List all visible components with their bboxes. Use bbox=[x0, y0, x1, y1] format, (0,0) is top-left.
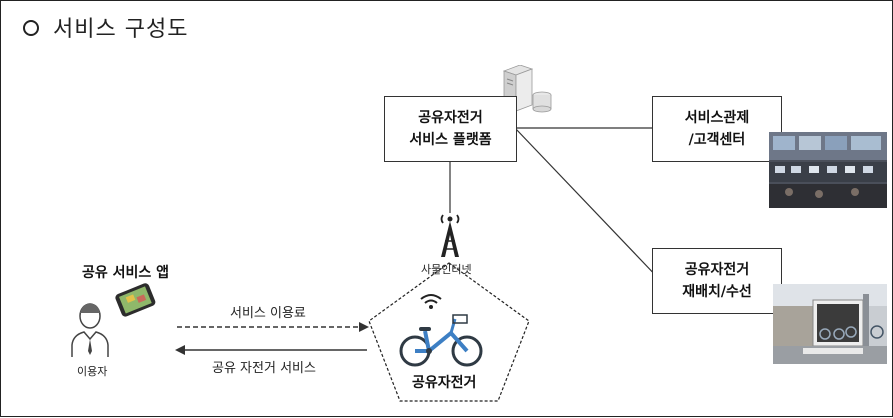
phone-app-icon bbox=[115, 283, 156, 317]
service-arrow-head bbox=[175, 345, 185, 355]
user-icon bbox=[71, 303, 109, 357]
relocation-truck-photo bbox=[773, 284, 887, 364]
iot-pentagon bbox=[368, 262, 530, 402]
platform-box: 공유자전거 서비스 플랫폼 bbox=[384, 96, 517, 162]
relocation-line1: 공유자전거 bbox=[684, 262, 750, 278]
platform-line1: 공유자전거 bbox=[418, 110, 483, 126]
control-room-photo bbox=[769, 132, 887, 208]
fee-arrow-head bbox=[359, 322, 369, 332]
control-line1: 서비스관제 bbox=[684, 110, 750, 126]
relocation-box: 공유자전거 재배치/수선 bbox=[652, 248, 782, 314]
control-center-box: 서비스관제 /고객센터 bbox=[652, 96, 782, 162]
platform-relocation-line bbox=[514, 127, 662, 282]
title-text: 서비스 구성도 bbox=[53, 17, 189, 42]
circle-bullet-icon bbox=[23, 20, 39, 36]
bike-label: 공유자전거 bbox=[412, 375, 477, 391]
user-label: 이용자 bbox=[77, 365, 108, 378]
platform-line2: 서비스 플랫폼 bbox=[409, 132, 492, 148]
relocation-line2: 재배치/수선 bbox=[682, 284, 752, 300]
iot-label: 사물인터넷 bbox=[421, 263, 472, 276]
iot-tower-icon bbox=[440, 214, 460, 257]
control-line2: /고객센터 bbox=[688, 132, 746, 148]
app-label: 공유 서비스 앱 bbox=[82, 265, 170, 281]
diagram-title: 서비스 구성도 bbox=[23, 11, 188, 43]
server-icon bbox=[502, 65, 552, 113]
fee-arrow-label: 서비스 이용료 bbox=[230, 306, 306, 321]
bicycle-icon bbox=[399, 314, 483, 367]
wifi-icon bbox=[420, 294, 442, 309]
service-arrow-label: 공유 자전거 서비스 bbox=[212, 361, 316, 376]
